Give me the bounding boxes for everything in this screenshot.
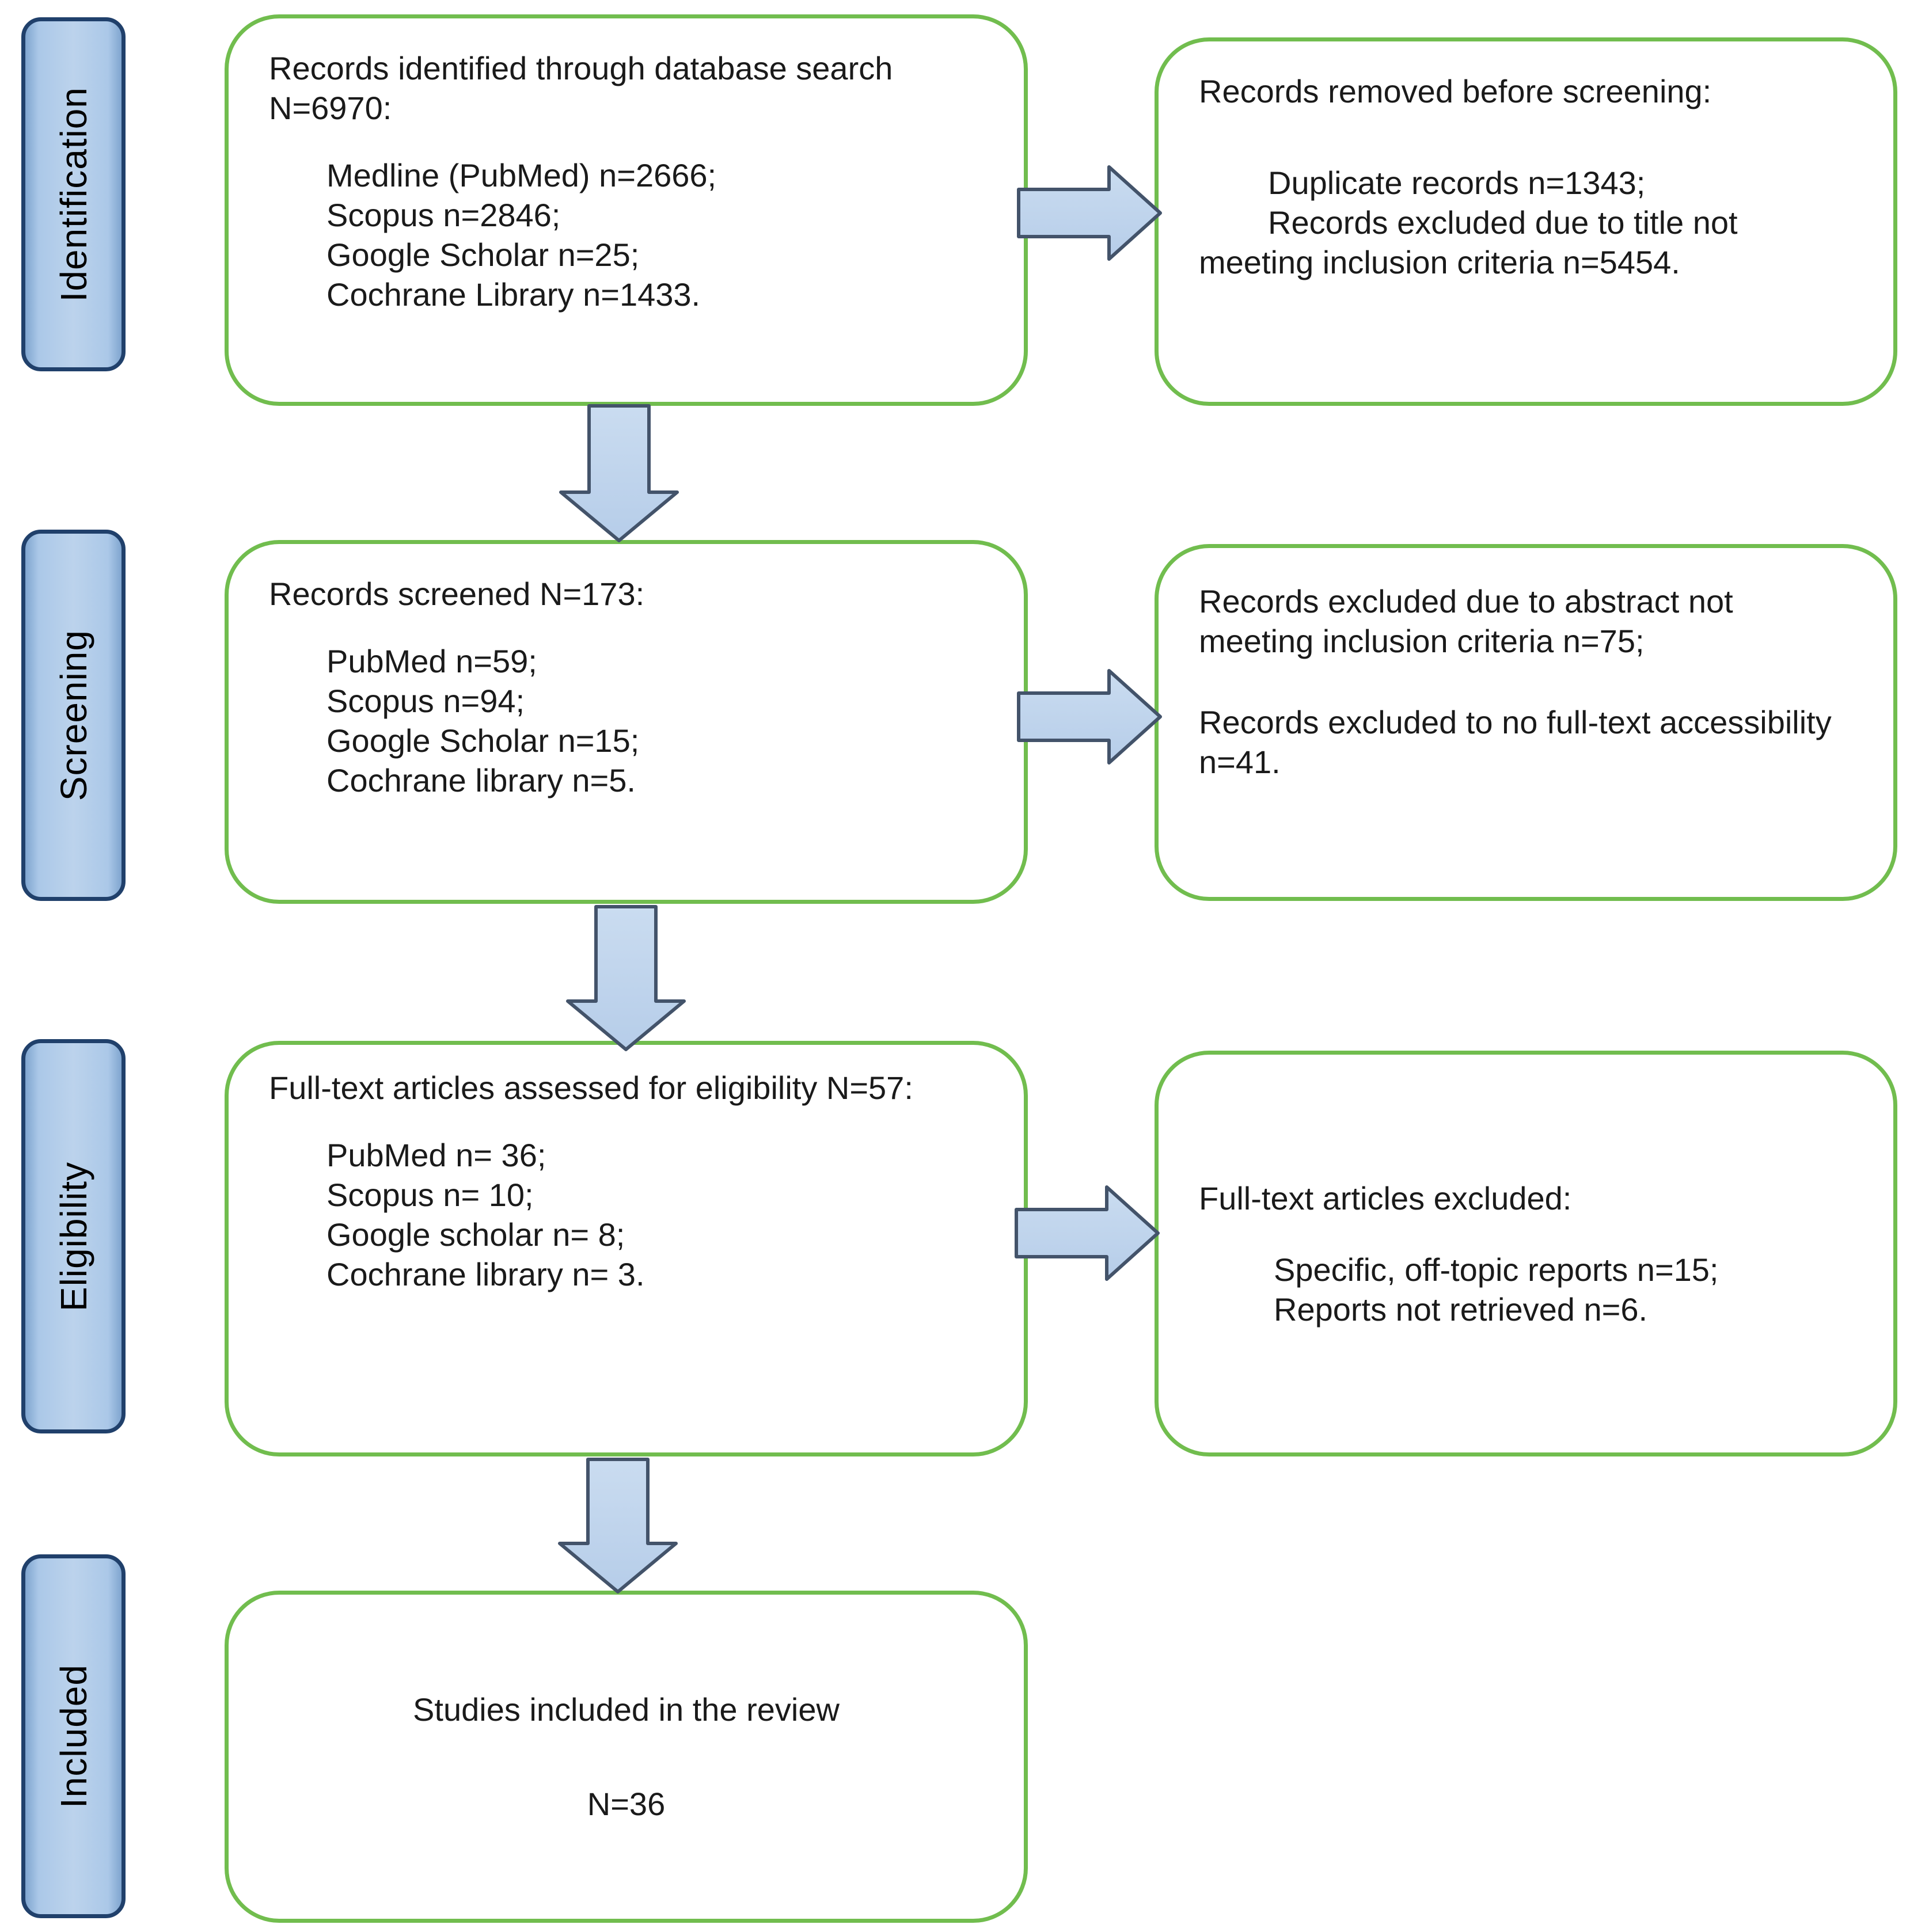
list-item: Medline (PubMed) n=2666; xyxy=(326,157,717,193)
records-identified-list: Medline (PubMed) n=2666; Scopus n=2846; … xyxy=(326,155,984,314)
arrow-right-icon xyxy=(1017,669,1162,765)
box-studies-included: Studies included in the review N=36 xyxy=(225,1591,1028,1923)
fulltext-assessed-title: Full-text articles assessed for eligibil… xyxy=(269,1070,913,1106)
list-item: Cochrane library n= 3. xyxy=(326,1256,645,1292)
arrow-right-icon xyxy=(1015,1185,1160,1281)
list-item: Cochrane Library n=1433. xyxy=(326,276,701,313)
list-item: Google scholar n= 8; xyxy=(326,1216,625,1253)
studies-included-count: N=36 xyxy=(587,1786,666,1822)
box-fulltext-excluded: Full-text articles excluded: Specific, o… xyxy=(1155,1051,1897,1456)
stage-label-screening: Screening xyxy=(52,629,94,801)
arrow-down-icon xyxy=(559,404,679,542)
stage-label-eligibility: Eligibility xyxy=(52,1161,94,1311)
records-screened-title: Records screened N=173: xyxy=(269,576,645,612)
excluded-abstract-text: Records excluded due to abstract not mee… xyxy=(1199,583,1733,659)
records-screened-list: PubMed n=59; Scopus n=94; Google Scholar… xyxy=(326,641,984,800)
box-records-excluded-screening: Records excluded due to abstract not mee… xyxy=(1155,544,1897,901)
stage-eligibility: Eligibility xyxy=(21,1039,126,1433)
fulltext-assessed-list: PubMed n= 36; Scopus n= 10; Google schol… xyxy=(326,1135,984,1294)
fulltext-excluded-list: Specific, off-topic reports n=15; Report… xyxy=(1274,1250,1853,1329)
arrow-right-icon xyxy=(1017,165,1162,261)
box-records-identified: Records identified through database sear… xyxy=(225,14,1028,406)
list-item: Duplicate records n=1343; xyxy=(1268,165,1646,201)
arrow-down-icon xyxy=(558,1458,678,1593)
studies-included-title: Studies included in the review xyxy=(413,1691,840,1728)
stage-screening: Screening xyxy=(21,530,126,901)
fulltext-excluded-title: Full-text articles excluded: xyxy=(1199,1180,1572,1216)
list-item: Reports not retrieved n=6. xyxy=(1274,1291,1648,1328)
stage-label-included: Included xyxy=(52,1664,94,1808)
list-item: Scopus n=94; xyxy=(326,683,525,719)
box-records-removed: Records removed before screening: Duplic… xyxy=(1155,37,1897,406)
box-fulltext-assessed: Full-text articles assessed for eligibil… xyxy=(225,1041,1028,1456)
list-item: Records excluded due to title not meetin… xyxy=(1199,204,1738,280)
list-item: Cochrane library n=5. xyxy=(326,762,636,798)
list-item: Scopus n= 10; xyxy=(326,1177,534,1213)
box-records-screened: Records screened N=173: PubMed n=59; Sco… xyxy=(225,540,1028,904)
list-item: Google Scholar n=15; xyxy=(326,722,640,759)
excluded-fulltext-access-text: Records excluded to no full-text accessi… xyxy=(1199,704,1832,780)
arrow-down-icon xyxy=(566,905,686,1051)
records-identified-title: Records identified through database sear… xyxy=(269,50,893,126)
list-item: Scopus n=2846; xyxy=(326,197,561,233)
list-item: Google Scholar n=25; xyxy=(326,237,640,273)
list-item: Specific, off-topic reports n=15; xyxy=(1274,1251,1719,1288)
records-removed-title: Records removed before screening: xyxy=(1199,73,1712,109)
stage-label-identification: Identification xyxy=(52,86,94,302)
stage-identification: Identification xyxy=(21,17,126,371)
stage-included: Included xyxy=(21,1554,126,1918)
list-item: PubMed n= 36; xyxy=(326,1137,546,1173)
list-item: PubMed n=59; xyxy=(326,643,537,679)
